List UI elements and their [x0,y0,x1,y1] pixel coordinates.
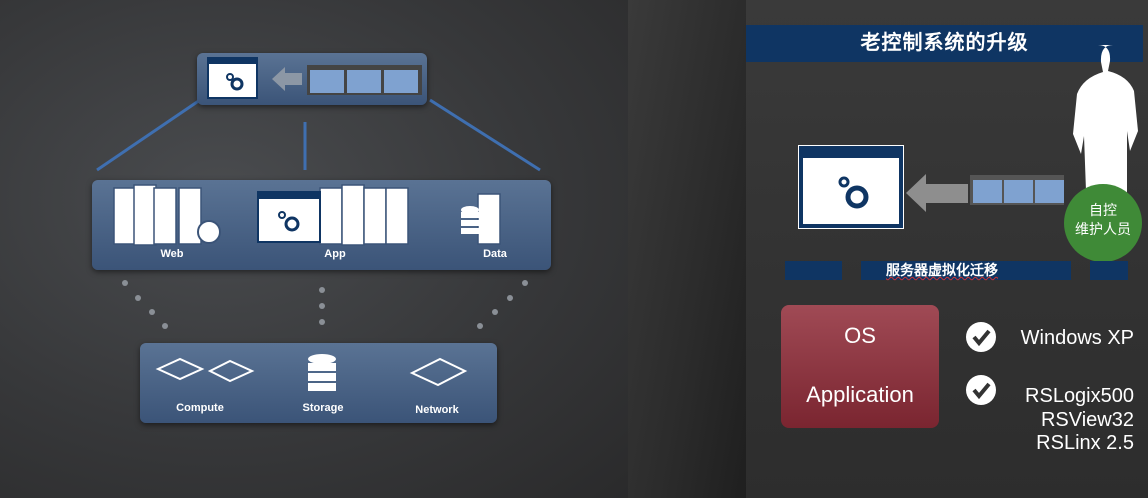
migration-label: 服务器虚拟化迁移 [886,262,998,278]
check-icon [966,322,996,352]
software-list: RSLogix500 RSView32 RSLinx 2.5 [986,385,1134,456]
maintenance-staff-badge: 自控 维护人员 [1064,184,1142,262]
tier-web-label: Web [160,248,184,260]
person-label-2: 维护人员 [1075,221,1131,237]
infrastructure-panel: Compute Storage Network [140,343,497,423]
compute-label: Compute [176,402,224,414]
application-label: Application [806,382,914,407]
bar-2 [861,261,1071,280]
bar-1 [785,261,842,280]
tier-app-label: App [324,248,346,260]
left-diagram: Web App Data Compute Storage Network [0,0,630,498]
os-application-box: OS Application [781,305,939,428]
software-item: RSLogix500 [1025,385,1134,407]
migration-panel [197,53,427,105]
item-windows-xp: Windows XP [1020,327,1134,349]
network-label: Network [415,404,459,416]
right-slide: 老控制系统的升级 自控 维护人员 服务器虚拟化迁移 OS Application… [746,0,1148,498]
application-tiers-panel: Web App Data [92,180,551,270]
slide-title: 老控制系统的升级 [746,25,1143,62]
tier-data-label: Data [483,248,507,260]
infra-icons [155,354,468,391]
migration-graphic [798,45,1138,251]
check-icon [966,375,996,405]
storage-label: Storage [302,402,344,414]
person-label-1: 自控 [1089,202,1117,218]
divider [628,0,746,498]
bar-3 [1090,261,1128,280]
software-item: RSLinx 2.5 [1036,432,1134,454]
software-item: RSView32 [1040,408,1134,431]
window-gear-icon [207,57,422,99]
server-icons [113,184,501,246]
os-label: OS [844,323,876,348]
connector-lines [96,98,541,329]
